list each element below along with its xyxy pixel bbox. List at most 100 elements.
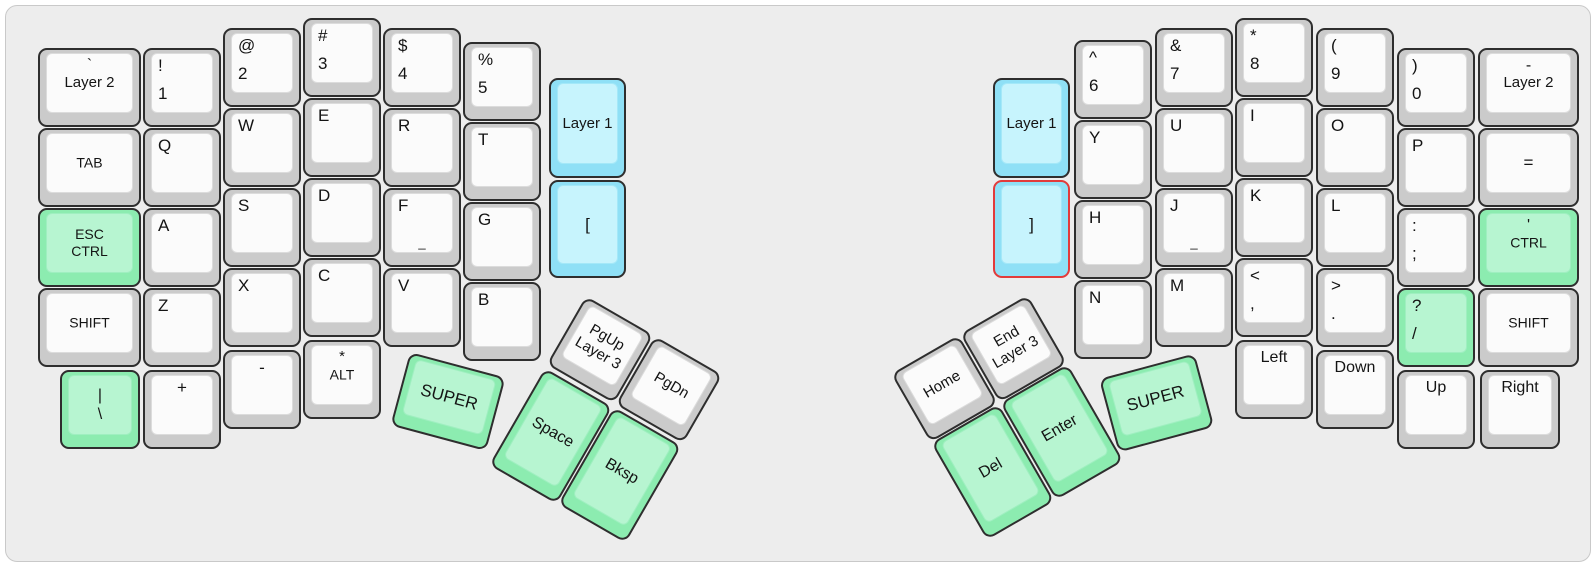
key-p[interactable]: P [1397,128,1475,207]
key-caret-6[interactable]: ^6 [1074,40,1152,119]
key-amp-7[interactable]: &7 [1155,28,1233,107]
key-l[interactable]: L [1316,188,1394,267]
key-colon-semicolon[interactable]: :; [1397,208,1475,287]
key-z[interactable]: Z [143,288,221,367]
key-label: 7 [1170,64,1180,84]
keycap-top: K [1243,183,1305,243]
keycap-top: Y [1082,125,1144,185]
keycap-top: J_ [1163,193,1225,253]
key-shift-right[interactable]: SHIFT [1478,288,1579,367]
keycap-top: D [311,183,373,243]
key-s[interactable]: S [223,188,301,267]
key-esc-ctrl[interactable]: ESC CTRL [38,208,141,287]
key-i[interactable]: I [1235,98,1313,177]
key-label: 3 [318,54,328,74]
key-k[interactable]: K [1235,178,1313,257]
key-u[interactable]: U [1155,108,1233,187]
key-layer1-right[interactable]: Layer 1 [993,78,1070,178]
key-label: + [177,378,187,397]
keycap-top: | \ [68,375,132,435]
keycap-top: (9 [1324,33,1386,93]
key-t[interactable]: T [463,122,541,201]
key-gt-period[interactable]: >. [1316,268,1394,347]
key-left-arrow[interactable]: Left [1235,340,1313,419]
key-label: 8 [1250,54,1260,74]
key-plus[interactable]: + [143,370,221,449]
keycap-top: W [231,113,293,173]
keycap-top: L [1324,193,1386,253]
key-label: * [1250,26,1257,45]
key-f[interactable]: F_ [383,188,461,267]
key-minus-left[interactable]: - [223,350,301,429]
key-label: _ [1190,235,1198,251]
key-label: ; [1412,244,1417,264]
key-pipe-backslash[interactable]: | \ [60,370,140,449]
key-up-arrow[interactable]: Up [1397,370,1475,449]
key-grave-layer2[interactable]: `Layer 2 [38,48,141,127]
key-at-2[interactable]: @2 [223,28,301,107]
key-hash-3[interactable]: #3 [303,18,381,97]
key-layer1-left[interactable]: Layer 1 [549,78,626,178]
key-asterisk-8[interactable]: *8 [1235,18,1313,97]
key-shift-left[interactable]: SHIFT [38,288,141,367]
key-w[interactable]: W [223,108,301,187]
key-quote-ctrl[interactable]: 'CTRL [1478,208,1579,287]
keycap-top: R [391,113,453,173]
key-n[interactable]: N [1074,280,1152,359]
key-exclam-1[interactable]: !1 [143,48,221,127]
key-x[interactable]: X [223,268,301,347]
keycap-top: Down [1324,355,1386,415]
key-label: ^ [1089,48,1097,67]
key-lbracket[interactable]: [ [549,180,626,278]
key-label: PgDn [651,368,693,403]
key-m[interactable]: M [1155,268,1233,347]
key-percent-5[interactable]: %5 [463,42,541,121]
key-label: V [398,276,410,295]
key-lparen-9[interactable]: (9 [1316,28,1394,107]
key-down-arrow[interactable]: Down [1316,350,1394,429]
keycap-top: + [151,375,213,435]
key-q[interactable]: Q [143,128,221,207]
key-g[interactable]: G [463,202,541,281]
key-label: Down [1334,359,1376,376]
key-h[interactable]: H [1074,200,1152,279]
keycap-top: <, [1243,263,1305,323]
keycap-top: G [471,207,533,267]
key-asterisk-alt[interactable]: *ALT [303,340,381,419]
key-dash-layer2[interactable]: -Layer 2 [1478,48,1579,127]
key-label: SUPER [418,379,481,414]
keycap-top: M [1163,273,1225,333]
key-e[interactable]: E [303,98,381,177]
key-c[interactable]: C [303,258,381,337]
key-label: - [259,358,265,377]
key-equals[interactable]: = [1478,128,1579,207]
key-question-slash[interactable]: ?/ [1397,288,1475,367]
key-d[interactable]: D [303,178,381,257]
keycap-top: H [1082,205,1144,265]
key-super-right[interactable]: SUPER [1099,353,1215,453]
key-label: O [1331,116,1345,135]
key-label: R [398,116,411,135]
key-r[interactable]: R [383,108,461,187]
keycap-top: %5 [471,47,533,107]
key-b[interactable]: B [463,282,541,361]
key-lt-comma[interactable]: <, [1235,258,1313,337]
key-o[interactable]: O [1316,108,1394,187]
key-dollar-4[interactable]: $4 [383,28,461,107]
key-label: < [1250,266,1260,285]
keycap-top: S [231,193,293,253]
key-y[interactable]: Y [1074,120,1152,199]
key-label: . [1331,304,1336,324]
key-j[interactable]: J_ [1155,188,1233,267]
key-label: Enter [1038,411,1081,445]
key-label: ' [1526,217,1531,234]
key-a[interactable]: A [143,208,221,287]
key-right-arrow[interactable]: Right [1480,370,1560,449]
key-tab[interactable]: TAB [38,128,141,207]
key-label: Layer 2 [64,74,115,91]
key-super-left[interactable]: SUPER [390,352,506,452]
key-rparen-0[interactable]: )0 [1397,48,1475,127]
key-rbracket[interactable]: ] [993,180,1070,278]
keycap-top: ?/ [1405,293,1467,353]
key-v[interactable]: V [383,268,461,347]
